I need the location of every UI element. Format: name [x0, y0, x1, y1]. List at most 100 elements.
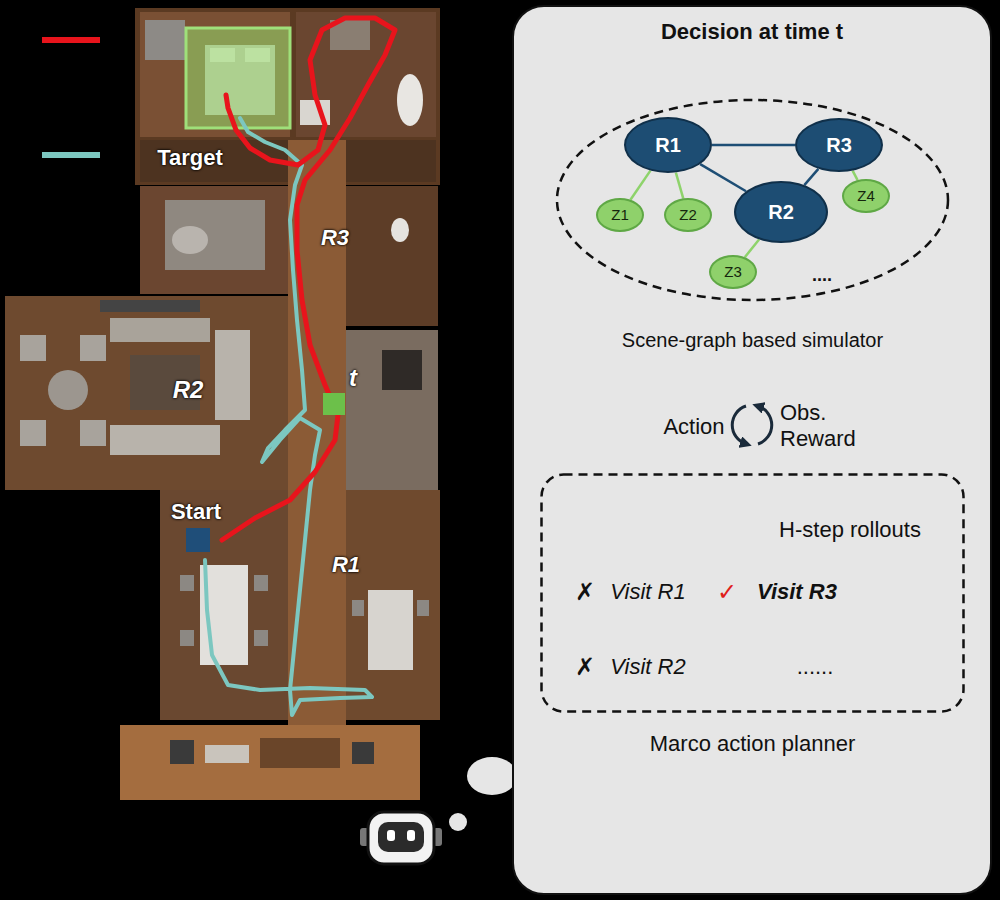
panel-title: Decision at time t	[514, 19, 990, 45]
floor-plan	[180, 630, 194, 646]
floor-plan	[48, 370, 88, 410]
legend-line	[42, 152, 100, 158]
floor-plan	[20, 335, 46, 361]
thought-bubble	[467, 757, 517, 795]
floor-plan	[368, 590, 413, 670]
robot-icon	[378, 822, 424, 852]
legend-line	[42, 40, 100, 155]
position-marker	[186, 393, 345, 552]
floor-plan	[160, 490, 288, 720]
interaction-cycle	[758, 406, 772, 444]
zone-node: Z3	[709, 255, 757, 289]
floor-plan	[382, 350, 422, 390]
zone-node: Z1	[596, 198, 644, 232]
room-label: R3	[826, 134, 852, 156]
panel-fill	[513, 6, 991, 894]
floor-plan	[180, 575, 194, 591]
floor-plan	[346, 490, 440, 720]
panel-fill	[513, 6, 991, 894]
floor-plan	[352, 600, 364, 616]
interaction-cycle	[732, 406, 746, 444]
floor-plan	[5, 8, 440, 800]
trajectory	[205, 18, 395, 715]
floor-plan	[346, 330, 438, 490]
zone-label: Z2	[679, 207, 697, 224]
rollout-option: Visit R2	[610, 654, 685, 680]
floor-plan	[352, 742, 374, 764]
floor-plan	[110, 318, 210, 342]
reject-mark: ✗	[575, 578, 595, 607]
planner-outline	[540, 473, 965, 713]
simulator-caption: Scene-graph based simulator	[555, 328, 950, 352]
zone-node: Z4	[842, 179, 890, 213]
floor-plan	[296, 12, 436, 137]
floor-plan	[215, 330, 250, 420]
room-label: R2	[768, 201, 794, 223]
action-label: Action	[663, 414, 724, 440]
decision-panel: Decision at time t Scene-graph based simu…	[512, 5, 992, 895]
start-label: Start	[171, 499, 221, 525]
floor-plan	[140, 12, 290, 137]
room-node: R1	[624, 117, 712, 173]
graph-edge	[804, 169, 818, 185]
floor-plan	[205, 745, 249, 763]
robot-icon	[368, 812, 434, 864]
graph-edge	[630, 171, 650, 200]
target-region	[186, 28, 290, 128]
graph-edge	[745, 239, 759, 257]
accept-mark: ✓	[717, 578, 737, 607]
target-region	[186, 28, 290, 128]
rollout-option: Visit R3	[757, 579, 837, 605]
floor-plan	[140, 186, 288, 294]
ellipsis: ....	[812, 265, 832, 287]
floor-plan	[346, 186, 438, 326]
floor-plan	[165, 200, 265, 270]
macro-action-planner: H-step rolloutsMarco action planner	[540, 473, 965, 765]
target-label: Target	[157, 145, 223, 171]
room-node: R3	[795, 118, 883, 172]
room-label: R3	[321, 225, 349, 251]
floor-plan	[397, 74, 423, 126]
planner-outline	[542, 475, 964, 712]
floor-plan	[172, 226, 208, 254]
floor-plan	[120, 725, 420, 800]
scene-graph-simulator: Scene-graph based simulator R1 R3Z1 Z2 R2 Z4Z…	[555, 98, 950, 360]
floor-plan	[20, 420, 46, 446]
ellipsis: ......	[797, 654, 834, 680]
robot-icon	[360, 812, 442, 864]
zone-label: Z1	[611, 207, 629, 224]
floor-plan	[100, 300, 200, 312]
floor-plan	[145, 20, 185, 60]
room-label: R1	[655, 134, 681, 156]
floor-plan	[80, 420, 106, 446]
position-marker	[186, 528, 210, 552]
floor-plan	[110, 425, 220, 455]
graph-edge	[712, 144, 795, 147]
room-label: R2	[173, 376, 204, 405]
floor-plan	[170, 740, 194, 764]
trajectory	[222, 18, 395, 540]
graph-edge	[676, 173, 683, 199]
zone-node: Z2	[664, 198, 712, 232]
floor-plan	[417, 600, 429, 616]
reject-mark: ✗	[575, 653, 595, 682]
graph-edge	[700, 164, 746, 191]
zone-label: Z4	[857, 188, 875, 205]
thought-bubble	[449, 813, 467, 831]
room-node: R2	[734, 181, 828, 243]
floor-plan	[80, 335, 106, 361]
interaction-cycle	[732, 406, 772, 444]
zone-label: Z3	[724, 264, 742, 281]
floor-plan	[254, 575, 268, 591]
floor-plan	[260, 738, 340, 768]
feedback-label: Obs. Reward	[780, 400, 866, 453]
floor-plan	[5, 296, 288, 490]
floor-plan	[391, 218, 409, 242]
graph-edge	[853, 171, 858, 180]
planner-caption: Marco action planner	[540, 731, 965, 757]
time-label: t	[349, 364, 357, 393]
room-label: R1	[332, 552, 360, 578]
robot-icon	[387, 830, 395, 841]
robot-icon	[407, 830, 415, 841]
rollout-option: Visit R1	[610, 579, 685, 605]
